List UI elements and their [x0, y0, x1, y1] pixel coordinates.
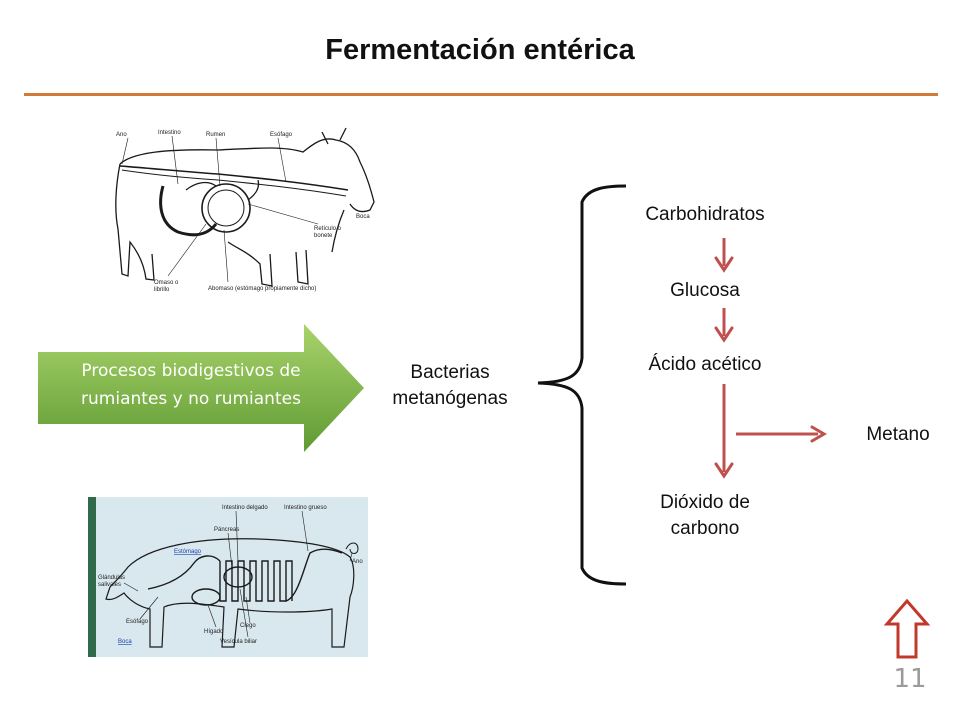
pig-label-pancreas: Páncreas	[214, 527, 239, 533]
pig-label-esofago: Esófago	[126, 619, 149, 625]
node-dioxido-line2: carbono	[630, 516, 780, 542]
pig-label-ciego: Ciego	[240, 623, 256, 629]
process-arrow-line2: rumiantes y no rumiantes	[56, 385, 326, 413]
cow-digestive-diagram: Ano Intestino Rumen Esófago Boca Retícul…	[108, 124, 378, 299]
pig-label-glandulas-2: salivales	[98, 582, 121, 588]
pig-label-boca: Boca	[118, 639, 132, 645]
node-dioxido-carbono: Dióxido de carbono	[630, 490, 780, 542]
pig-label-intestino-delgado: Intestino delgado	[222, 505, 268, 511]
cow-label-reticulo-1: Retículo o	[314, 226, 342, 232]
bacteria-line2: metanógenas	[370, 386, 530, 412]
cow-label-esofago: Esófago	[270, 132, 293, 138]
node-carbohidratos: Carbohidratos	[620, 202, 790, 228]
node-metano: Metano	[848, 422, 948, 448]
page-number: 11	[880, 664, 940, 694]
pig-label-intestino-grueso: Intestino grueso	[284, 505, 327, 511]
slide-title: Fermentación entérica	[0, 34, 960, 67]
title-divider	[24, 93, 938, 96]
up-arrow-icon[interactable]	[884, 598, 930, 660]
pig-label-higado: Hígado	[204, 629, 224, 635]
cow-label-omaso-2: librillo	[154, 287, 170, 293]
bacteria-line1: Bacterias	[370, 360, 530, 386]
cow-label-rumen: Rumen	[206, 132, 225, 138]
process-arrow-line1: Procesos biodigestivos de	[56, 357, 326, 385]
bacteria-label: Bacterias metanógenas	[370, 360, 530, 412]
pig-digestive-diagram: Intestino delgado Intestino grueso Páncr…	[88, 497, 368, 657]
process-arrow-label: Procesos biodigestivos de rumiantes y no…	[56, 357, 326, 413]
pig-label-glandulas-1: Glándulas	[98, 575, 125, 581]
pig-label-ano: Ano	[352, 559, 363, 565]
cow-label-intestino: Intestino	[158, 130, 181, 136]
cow-label-boca: Boca	[356, 214, 370, 220]
node-dioxido-line1: Dióxido de	[630, 490, 780, 516]
node-acido-acetico: Ácido acético	[630, 352, 780, 378]
node-glucosa: Glucosa	[640, 278, 770, 304]
cow-label-ano: Ano	[116, 132, 127, 138]
pig-label-estomago: Estómago	[174, 549, 202, 555]
cow-label-reticulo-2: bonete	[314, 233, 333, 239]
cow-label-abomaso: Abomaso (estómago propiamente dicho)	[208, 286, 316, 292]
cow-label-omaso-1: Omaso o	[154, 280, 179, 286]
pig-label-vesicula: Vesícula biliar	[220, 639, 257, 645]
